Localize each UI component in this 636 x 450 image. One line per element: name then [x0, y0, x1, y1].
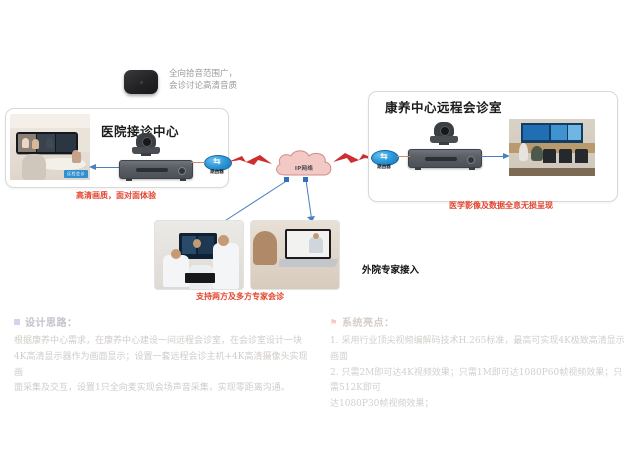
router-arrows-icon-right: ⇆: [380, 152, 388, 162]
video-codec-left: [119, 160, 193, 181]
ptz-camera-icon-right: [430, 122, 458, 146]
system-highlights-line-1: 1. 采用行业顶尖视频编解码技术H.265标准，最高可实现4K极致高清显示画面: [330, 336, 625, 362]
square-bullet-icon: [14, 318, 20, 325]
pin-bullet-icon: ⚑: [330, 316, 338, 327]
wellness-room-photo: [509, 119, 595, 176]
hospital-panel-title: 医院接诊中心: [101, 124, 180, 139]
design-notes-heading-text: 设计思路：: [25, 318, 78, 329]
cloud-shape: [276, 150, 332, 176]
remote-doctor-figure: [309, 237, 323, 253]
cloud-label: IP网络: [294, 166, 314, 172]
ptz-camera-icon-left: [132, 133, 160, 157]
bottom-right-caption: 外院专家接入: [362, 265, 420, 276]
doctors-meeting-photo: [154, 220, 244, 290]
wellness-caption: 医学影像及数据全息无损呈现: [449, 201, 553, 210]
codec-to-display-line-right: [481, 156, 503, 157]
codec-to-router-line: [191, 162, 205, 163]
wellness-panel-title: 康养中心远程会诊室: [385, 100, 503, 115]
design-notes-block: 设计思路： 根据康养中心需求，在康养中心建设一间远程会诊室，在会诊室设计一块 4…: [14, 314, 314, 397]
router-arrows-icon: ⇆: [213, 157, 221, 167]
system-highlights-block: ⚑ 系统亮点： 1. 采用行业顶尖视频编解码技术H.265标准，最高可实现4K极…: [330, 314, 630, 413]
router-to-codec-line-right: [397, 156, 410, 157]
omnidirectional-microphone-icon: [124, 70, 158, 94]
design-notes-body: 根据康养中心需求，在康养中心建设一间远程会诊室，在会诊室设计一块 4K高清显示器…: [14, 334, 314, 397]
router-left: ⇆ 路由器: [204, 155, 232, 175]
remote-expert-photo: [250, 220, 340, 290]
lightning-left: [228, 155, 272, 165]
hospital-caption: 高清画质，面对面体验: [76, 191, 156, 200]
codec-to-display-line: [95, 167, 119, 168]
codec-to-display-arrow: [89, 164, 96, 170]
meeting-display: [179, 233, 217, 259]
hospital-room-photo: 远程会诊: [10, 114, 90, 180]
design-notes-line-2: 4K高清显示器作为画面显示；设置一套远程会诊主机+4K高清摄像头实现画: [14, 351, 308, 378]
local-user-head: [253, 231, 277, 265]
video-codec-right: [408, 149, 482, 170]
system-highlights-body: 1. 采用行业顶尖视频编解码技术H.265标准，最高可实现4K极致高清显示画面 …: [330, 334, 630, 413]
mic-pickup-dot: [139, 81, 143, 85]
mic-note-text: 全向拾音范围广， 会诊讨论高清音质: [169, 69, 238, 92]
laptop-base: [278, 259, 338, 267]
router-left-label: 路由器: [210, 170, 224, 175]
system-highlights-line-3: 达1080P30帧视频效果；: [330, 399, 434, 409]
led-wall: [521, 123, 583, 143]
system-highlights-heading: ⚑ 系统亮点：: [330, 314, 630, 330]
laptop-screen: [285, 229, 331, 259]
bottom-left-caption: 支持两方及多方专家会诊: [196, 292, 284, 301]
design-notes-line-1: 根据康养中心需求，在康养中心建设一间远程会诊室，在会诊室设计一块: [14, 336, 303, 346]
router-right: ⇆ 路由器: [371, 150, 399, 170]
system-highlights-line-2: 2. 只需2M即可达4K视频效果；只需1M即可达1080P60帧视频效果；只需5…: [330, 367, 623, 394]
network-cloud-icon: IP网络: [272, 148, 336, 182]
system-highlights-heading-text: 系统亮点：: [342, 318, 395, 329]
router-right-label: 路由器: [377, 165, 391, 170]
room-badge: 远程会诊: [64, 170, 88, 178]
design-notes-line-3: 面采集及交互，设置1只全向麦实现会场声音采集，实现零距离沟通。: [14, 383, 290, 394]
codec-to-display-arrow-right: [503, 153, 510, 159]
design-notes-heading: 设计思路：: [14, 314, 314, 329]
lightning-right: [333, 153, 377, 163]
